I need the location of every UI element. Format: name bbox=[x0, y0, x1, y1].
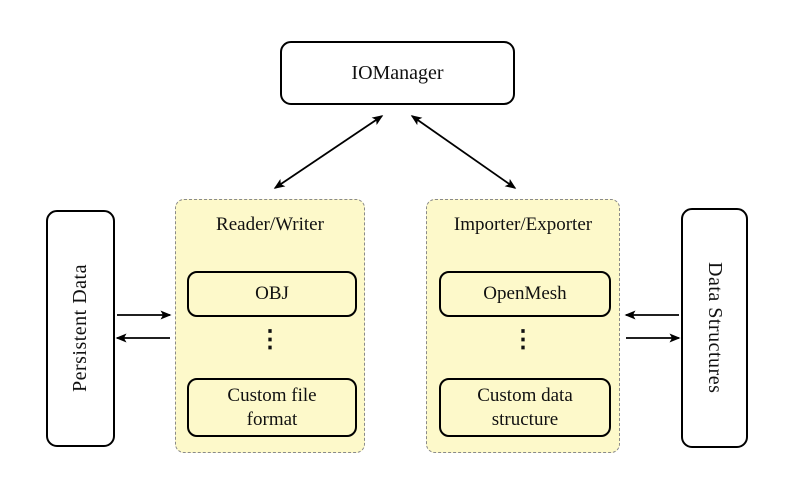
arrow-iomanager-reader-writer bbox=[273, 115, 384, 189]
reader-writer-ellipsis: ⋮ bbox=[258, 327, 282, 353]
node-custom-file-format: Custom file format bbox=[187, 378, 357, 437]
node-openmesh-label: OpenMesh bbox=[483, 283, 567, 305]
importer-exporter-ellipsis: ⋮ bbox=[511, 327, 535, 353]
node-obj: OBJ bbox=[187, 271, 357, 317]
arrow-iomanager-importer-exporter bbox=[410, 115, 517, 189]
node-obj-label: OBJ bbox=[255, 283, 289, 305]
node-openmesh: OpenMesh bbox=[439, 271, 611, 317]
node-data-structures-label: Data Structures bbox=[704, 262, 726, 394]
group-reader-writer: Reader/Writer OBJ ⋮ Custom file format bbox=[175, 199, 365, 453]
node-custom-data-structure-label: Custom data structure bbox=[477, 385, 573, 430]
node-custom-data-structure: Custom data structure bbox=[439, 378, 611, 437]
node-iomanager: IOManager bbox=[280, 41, 515, 105]
node-persistent-data: Persistent Data bbox=[46, 210, 115, 447]
node-data-structures: Data Structures bbox=[681, 208, 748, 448]
node-custom-file-format-label: Custom file format bbox=[227, 385, 317, 430]
group-importer-exporter-title: Importer/Exporter bbox=[453, 214, 593, 235]
group-reader-writer-title: Reader/Writer bbox=[216, 214, 324, 235]
group-importer-exporter: Importer/Exporter OpenMesh ⋮ Custom data… bbox=[426, 199, 620, 453]
node-persistent-data-label: Persistent Data bbox=[69, 264, 91, 393]
node-iomanager-label: IOManager bbox=[351, 61, 444, 84]
